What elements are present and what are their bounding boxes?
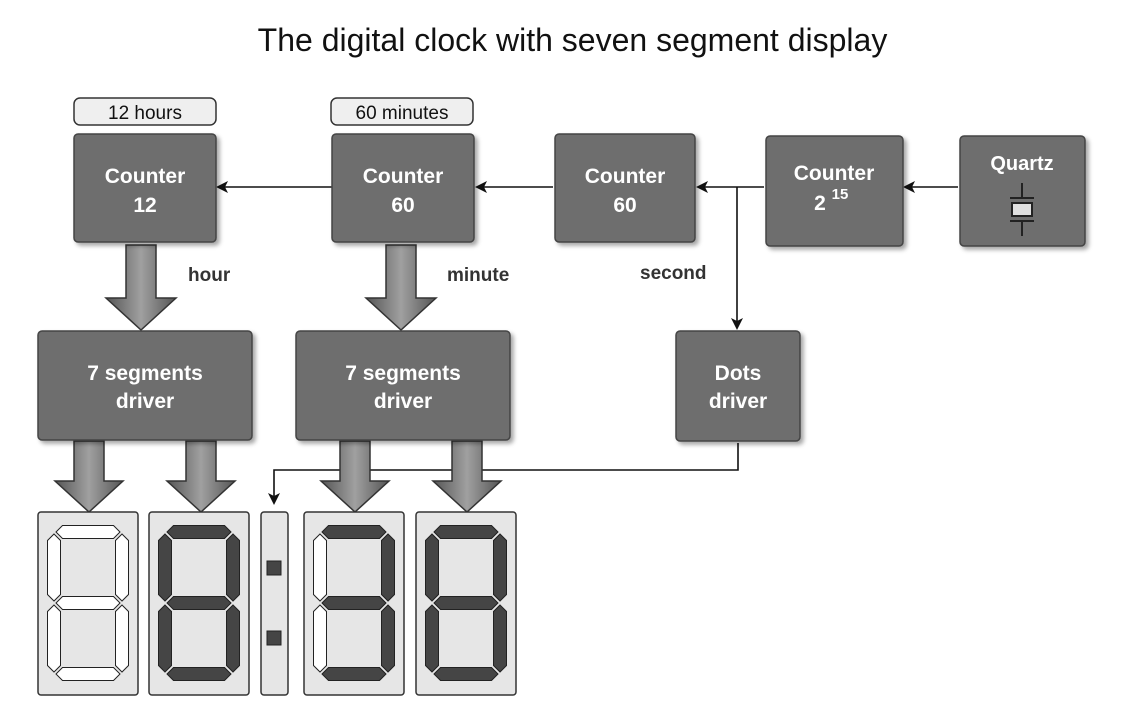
colon-display	[260, 511, 289, 696]
segment-a	[55, 525, 121, 539]
fat-arrow-driver-to-minutes-tens	[319, 440, 391, 514]
dots-driver-line2: driver	[709, 390, 767, 413]
colon-dot-upper	[266, 560, 282, 576]
segment-d	[321, 667, 387, 681]
line-dots-driver-to-colon	[268, 443, 739, 505]
segment-b	[115, 533, 129, 602]
segment-g	[321, 596, 387, 610]
signal-label-hour: hour	[188, 265, 231, 286]
segment-f	[313, 533, 327, 602]
segment-b	[226, 533, 240, 602]
minutes-7-segment-driver-block: 7 segments driver	[295, 330, 511, 441]
fat-arrow-driver-to-hours-tens	[53, 440, 125, 514]
hours-driver-line2: driver	[116, 390, 174, 413]
segment-g	[55, 596, 121, 610]
quartz-block: Quartz	[959, 135, 1086, 247]
hours-driver-line1: 7 segments	[87, 362, 203, 385]
segment-e	[158, 604, 172, 673]
counter-60-sec-line2: 60	[613, 194, 636, 217]
segment-b	[493, 533, 507, 602]
segment-g	[433, 596, 499, 610]
minutes-tens-digit	[303, 511, 405, 696]
tag-60-minutes: 60 minutes	[330, 97, 474, 126]
seven-segment-displays	[37, 511, 517, 696]
tag-12-hours-text: 12 hours	[108, 103, 182, 124]
segment-a	[166, 525, 232, 539]
segment-a	[321, 525, 387, 539]
segment-f	[158, 533, 172, 602]
counter-60-min-line1: Counter	[363, 165, 444, 188]
signal-lines	[216, 181, 958, 505]
fat-arrow-counter12-to-driver	[104, 244, 178, 332]
counter-2-15-exponent: 15	[832, 186, 849, 203]
segment-c	[226, 604, 240, 673]
diagram-title: The digital clock with seven segment dis…	[257, 22, 888, 58]
tag-12-hours: 12 hours	[73, 97, 217, 126]
minutes-driver-line2: driver	[374, 390, 432, 413]
segment-f	[425, 533, 439, 602]
counter-60-seconds-block: Counter 60	[554, 133, 696, 243]
segment-g	[166, 596, 232, 610]
segment-d	[55, 667, 121, 681]
hours-tens-digit	[37, 511, 139, 696]
fat-arrows	[53, 244, 503, 514]
colon-dot-lower	[266, 630, 282, 646]
counter-2-15-base: 2	[814, 192, 826, 215]
hours-7-segment-driver-block: 7 segments driver	[37, 330, 253, 441]
dots-driver-block: Dots driver	[675, 330, 801, 442]
counter-12-line1: Counter	[105, 165, 186, 188]
segment-c	[493, 604, 507, 673]
segment-d	[433, 667, 499, 681]
fat-arrow-driver-to-minutes-units	[431, 440, 503, 514]
segment-c	[381, 604, 395, 673]
counter-12-line2: 12	[133, 194, 156, 217]
counter-12-block: Counter 12	[73, 133, 217, 243]
signal-label-second: second	[640, 263, 707, 284]
dots-driver-line1: Dots	[715, 362, 762, 385]
segment-e	[425, 604, 439, 673]
segment-e	[313, 604, 327, 673]
segment-d	[166, 667, 232, 681]
counter-60-sec-line1: Counter	[585, 165, 666, 188]
counter-60-min-line2: 60	[391, 194, 414, 217]
crystal-icon	[1010, 183, 1034, 236]
counter-2-15-line1: Counter	[794, 162, 875, 185]
signal-label-minute: minute	[447, 265, 509, 286]
quartz-label: Quartz	[990, 153, 1053, 175]
fat-arrow-driver-to-hours-units	[165, 440, 237, 514]
minutes-units-digit	[415, 511, 517, 696]
segment-a	[433, 525, 499, 539]
segment-c	[115, 604, 129, 673]
segment-f	[47, 533, 61, 602]
hours-units-digit	[148, 511, 250, 696]
counter-2-15-block: Counter 2 15	[765, 135, 904, 247]
counter-60-minutes-block: Counter 60	[331, 133, 475, 243]
fat-arrow-counter60-to-driver	[364, 244, 438, 332]
segment-b	[381, 533, 395, 602]
minutes-driver-line1: 7 segments	[345, 362, 461, 385]
segment-e	[47, 604, 61, 673]
tag-60-minutes-text: 60 minutes	[356, 103, 449, 124]
